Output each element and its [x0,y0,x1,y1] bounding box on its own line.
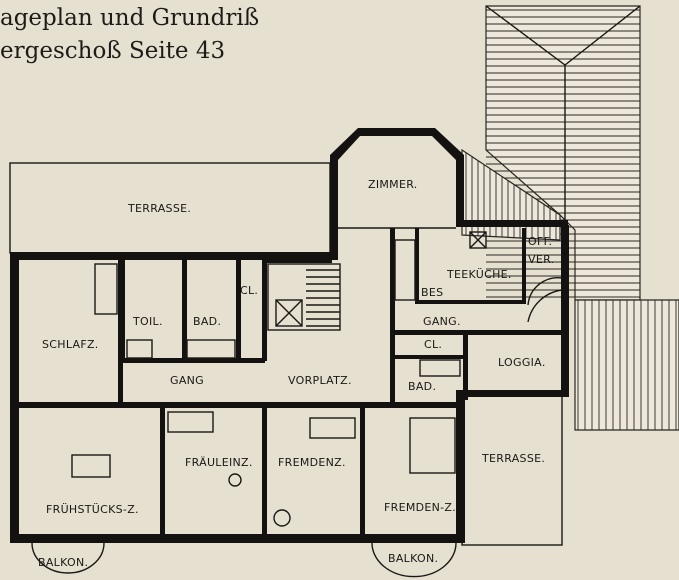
label-zimmer: ZIMMER. [368,178,418,191]
label-bad-2: BAD. [408,380,436,393]
label-cl-2: CL. [424,338,442,351]
caption-line-1: ageplan und Grundriß [0,5,260,31]
terrace-right-outline [461,394,563,546]
label-balkon-2: BALKON. [388,552,438,565]
label-loggia: LOGGIA. [498,356,546,369]
stairs [267,239,563,331]
roof-hatching [461,5,679,431]
label-bes: BES [421,286,443,299]
label-fremdenz-2: FREMDEN-Z. [384,501,456,514]
label-fraeulein: FRÄULEINZ. [185,456,253,469]
label-bad-1: BAD. [193,315,221,328]
label-fruehstuecks: FRÜHSTÜCKS-Z. [46,503,139,516]
label-off: OFF. [528,235,552,248]
label-ver: VER. [528,253,554,266]
balconies [31,542,457,578]
interior-walls [19,228,565,539]
label-cl-1: CL. [240,284,258,297]
label-toil: TOIL. [132,315,163,328]
label-gang-right: GANG. [423,315,461,328]
plan-caption: ageplan und Grundriß ergeschoß Seite 43 [0,2,259,68]
outer-walls [10,155,569,543]
label-fremdenz-1: FREMDENZ. [278,456,346,469]
zimmer-bay [330,128,464,229]
label-terrasse-right: TERRASSE. [481,452,545,465]
label-balkon-1: BALKON. [38,556,88,569]
caption-line-2: ergeschoß Seite 43 [0,38,226,64]
label-teekueche: TEEKÜCHE. [446,268,512,281]
label-terrasse-top: TERRASSE. [127,202,191,215]
room-labels: ZIMMER. TERRASSE. SCHLAFZ. TOIL. BAD. CL… [38,178,554,569]
label-schlafz: SCHLAFZ. [42,338,99,351]
fixtures [71,231,487,527]
label-vorplatz: VORPLATZ. [288,374,352,387]
label-gang-mid: GANG [170,374,204,387]
